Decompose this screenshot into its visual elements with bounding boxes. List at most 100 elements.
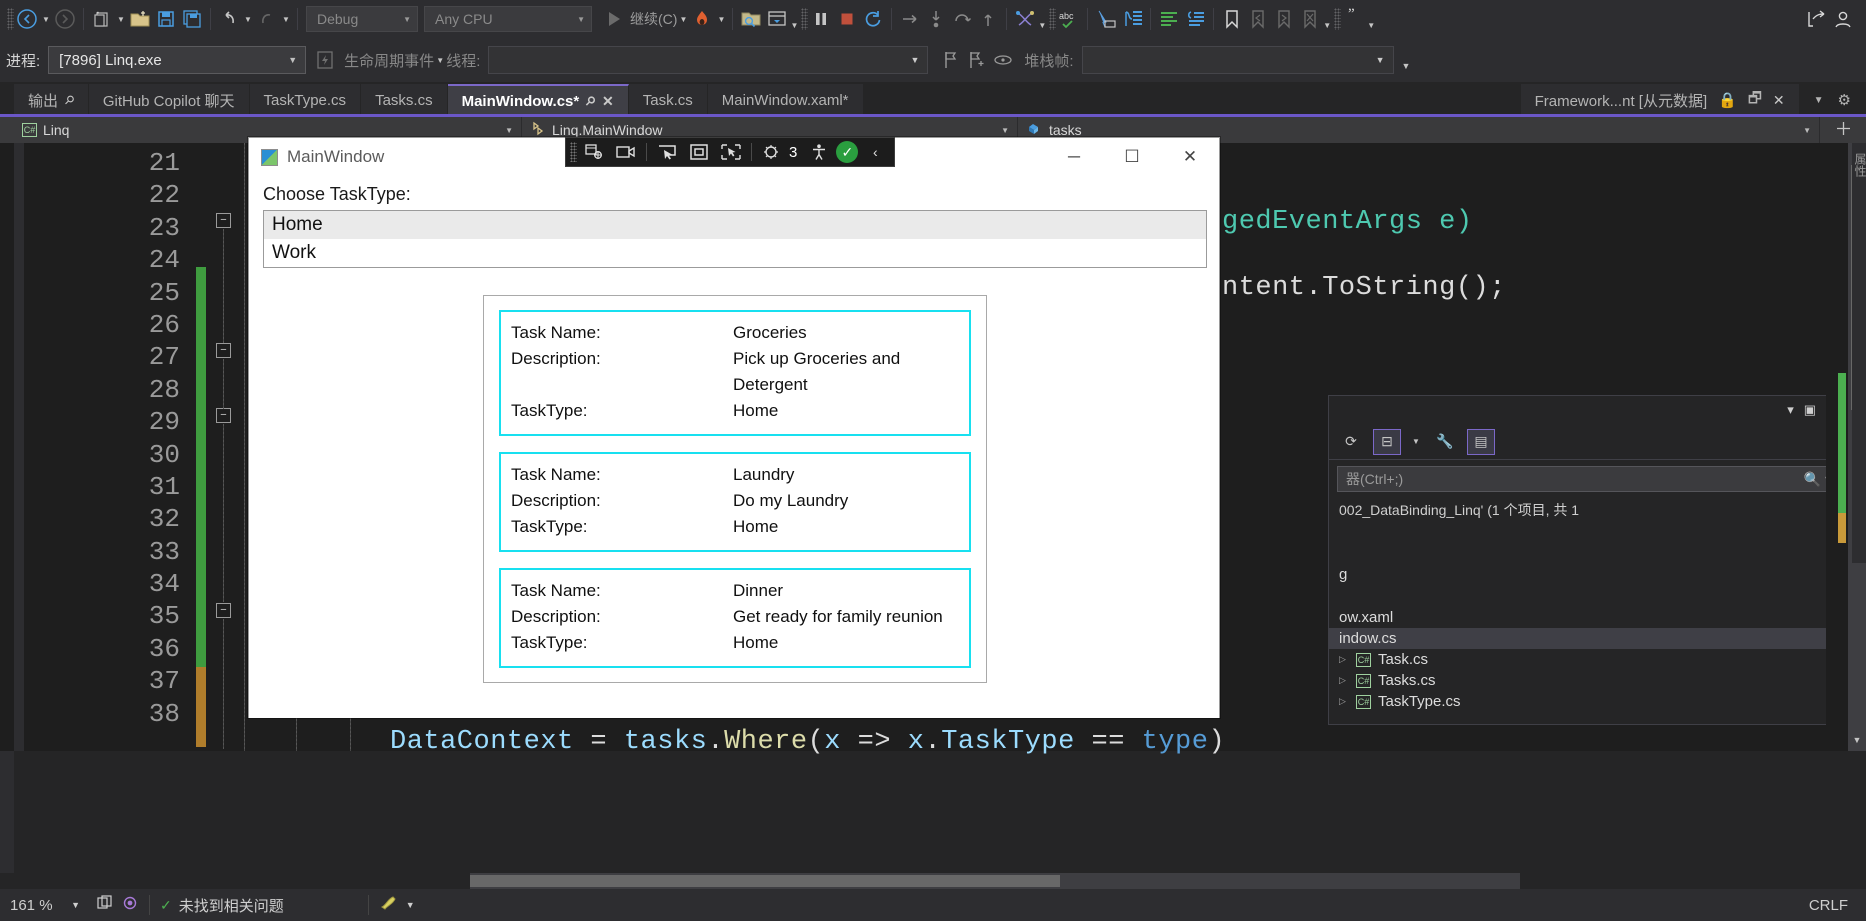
toolbar-grip[interactable]	[570, 142, 577, 162]
navbar-type-combo[interactable]: Linq.MainWindow ▼	[522, 117, 1018, 143]
fold-toggle-icon[interactable]: −	[216, 213, 231, 228]
attach-to-process-icon[interactable]	[738, 6, 764, 32]
panel-maximize-icon[interactable]: ▣	[1803, 402, 1817, 417]
navigate-back-dropdown-icon[interactable]: ▼	[42, 14, 50, 24]
expand-triangle-icon[interactable]: ▷	[1339, 696, 1346, 706]
clear-bookmarks-icon[interactable]	[1297, 6, 1323, 32]
navbar-project-combo[interactable]: C# Linq ▼	[14, 117, 522, 143]
display-layout-icon[interactable]	[684, 139, 714, 165]
redo-dropdown-icon[interactable]: ▼	[282, 14, 290, 24]
split-editor-button[interactable]	[1820, 117, 1866, 143]
zoom-control[interactable]: 161 % ▼	[0, 897, 86, 914]
go-to-live-visual-tree-icon[interactable]	[579, 139, 609, 165]
expand-triangle-icon[interactable]: ▷	[1339, 675, 1346, 685]
undo-icon[interactable]	[216, 6, 242, 32]
tasktype-listbox[interactable]: Home Work	[263, 210, 1207, 268]
hot-reload-dropdown-icon[interactable]: ▼	[717, 14, 726, 24]
source-control-indicator[interactable]	[86, 895, 149, 915]
spell-check-icon[interactable]: abc	[1056, 6, 1082, 32]
indent-block-icon[interactable]	[1119, 6, 1145, 32]
lifecycle-dropdown-icon[interactable]: ▼	[436, 55, 445, 65]
task-card[interactable]: Task Name: Groceries Description: Pick u…	[499, 310, 971, 436]
outlining-column[interactable]: − − − −	[212, 143, 238, 751]
publish-indicator[interactable]: ▼	[369, 895, 425, 915]
restart-icon[interactable]	[860, 6, 886, 32]
list-item-home[interactable]: Home	[264, 211, 1206, 239]
continue-play-icon[interactable]	[601, 6, 627, 32]
quote-dropdown-icon[interactable]: ▼	[1367, 21, 1376, 30]
gear-icon[interactable]: ⚙	[1837, 92, 1851, 109]
scroll-down-icon[interactable]: ▼	[1852, 735, 1862, 745]
bookmark-icon[interactable]	[1219, 6, 1245, 32]
navbar-member-combo[interactable]: tasks ▼	[1018, 117, 1820, 143]
collapse-toolbar-icon[interactable]: ‹	[873, 144, 878, 160]
right-tool-strip[interactable]: 属性	[1852, 143, 1866, 563]
pin-icon[interactable]: ⚲	[61, 91, 78, 109]
chevron-down-icon[interactable]: ▼	[1813, 94, 1824, 106]
line-ending-indicator[interactable]: CRLF	[1808, 896, 1848, 914]
tab-output[interactable]: 输出 ⚲	[14, 84, 89, 116]
tab-tasks-cs[interactable]: Tasks.cs	[361, 84, 448, 116]
thread-view-dropdown-icon[interactable]: ▼	[1038, 21, 1047, 30]
undo-dropdown-icon[interactable]: ▼	[244, 14, 252, 24]
quote-icon[interactable]: ”	[1341, 6, 1367, 32]
debug-toolbar-grip[interactable]	[801, 8, 809, 30]
step-out-icon[interactable]	[975, 6, 1001, 32]
spell-toolbar-grip[interactable]	[1049, 8, 1057, 30]
redo-icon[interactable]	[254, 6, 280, 32]
accessibility-icon[interactable]	[804, 139, 834, 165]
show-window-dropdown-icon[interactable]: ▼	[790, 21, 799, 30]
account-icon[interactable]	[1830, 6, 1856, 32]
notifications-icon[interactable]	[121, 895, 139, 915]
screenshot-icon[interactable]	[611, 139, 641, 165]
save-icon[interactable]	[153, 6, 179, 32]
step-into-icon[interactable]	[923, 6, 949, 32]
thread-view-icon[interactable]	[1012, 6, 1038, 32]
tree-item-g[interactable]: g	[1329, 526, 1847, 585]
expand-triangle-icon[interactable]: ▷	[1339, 654, 1346, 664]
flag-add-icon[interactable]	[964, 47, 990, 73]
prev-bookmark-icon[interactable]	[1245, 6, 1271, 32]
new-item-icon[interactable]	[89, 6, 115, 32]
tab-mainwindow-cs[interactable]: MainWindow.cs* ⚲ ✕	[447, 84, 629, 116]
list-item-work[interactable]: Work	[272, 242, 316, 263]
task-card[interactable]: Task Name: Laundry Description: Do my La…	[499, 452, 971, 552]
open-file-icon[interactable]	[127, 6, 153, 32]
show-window-icon[interactable]	[764, 6, 790, 32]
issues-indicator[interactable]: ✓ 未找到相关问题	[150, 895, 294, 916]
close-icon[interactable]: ✕	[1772, 91, 1785, 108]
restore-window-icon[interactable]: 🗗	[1747, 89, 1762, 107]
comment-icon[interactable]	[1156, 6, 1182, 32]
lifecycle-events-label[interactable]: 生命周期事件	[344, 52, 435, 70]
cursor-select-icon[interactable]	[1093, 6, 1119, 32]
tree-item-mainwindow-xaml[interactable]: ow.xaml	[1329, 585, 1847, 628]
fold-toggle-icon[interactable]: −	[216, 343, 231, 358]
select-element-icon[interactable]	[652, 139, 682, 165]
step-over-icon[interactable]	[897, 6, 923, 32]
collapse-all-icon[interactable]: ⊟	[1373, 428, 1401, 455]
tree-item-tasks-cs[interactable]: ▷ C# Tasks.cs	[1329, 670, 1847, 691]
tree-item-task-cs[interactable]: ▷ C# Task.cs	[1329, 649, 1847, 670]
tab-copilot-chat[interactable]: GitHub Copilot 聊天	[88, 84, 250, 116]
tab-mainwindow-xaml[interactable]: MainWindow.xaml*	[707, 84, 864, 116]
debug-bar-overflow-icon[interactable]: ▼	[1401, 61, 1411, 71]
uncomment-icon[interactable]	[1182, 6, 1208, 32]
close-icon[interactable]: ✕	[602, 92, 614, 109]
lifecycle-icon[interactable]	[312, 47, 338, 73]
share-icon[interactable]	[1804, 6, 1830, 32]
stack-frame-combo[interactable]: ▼	[1081, 46, 1394, 74]
fold-toggle-icon[interactable]: −	[216, 603, 231, 618]
panel-dropdown-icon[interactable]: ▾	[1787, 402, 1794, 417]
refresh-icon[interactable]: ⟳	[1345, 433, 1357, 449]
solution-tree[interactable]: g ow.xaml indow.cs ▷ C# Task.cs ▷ C# Tas…	[1329, 522, 1847, 712]
editor-horizontal-scrollbar[interactable]	[470, 873, 1520, 889]
scrollbar-thumb[interactable]	[470, 875, 1060, 887]
configuration-combo[interactable]: Debug ▼	[306, 6, 418, 32]
chevron-down-icon[interactable]: ▼	[405, 900, 415, 910]
chevron-down-icon[interactable]: ▼	[71, 900, 80, 910]
minimize-button[interactable]: ─	[1067, 147, 1081, 166]
stop-icon[interactable]	[834, 6, 860, 32]
tab-framework-metadata[interactable]: Framework...nt [从元数据] 🔒 🗗 ✕	[1520, 84, 1800, 116]
tab-tasktype-cs[interactable]: TaskType.cs	[249, 84, 362, 116]
flag-icon[interactable]	[938, 47, 964, 73]
